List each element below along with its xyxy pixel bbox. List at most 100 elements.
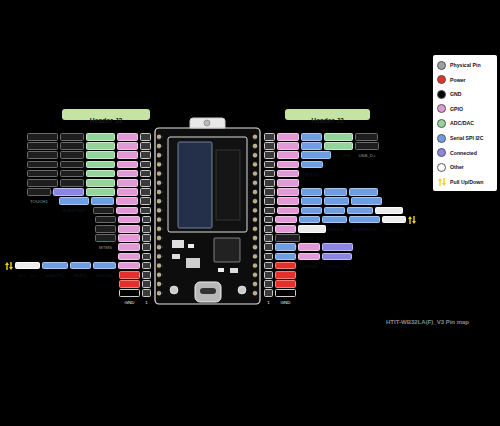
pin-label: FSPIQ — [72, 273, 89, 279]
serial-chip: SPIIO7 — [299, 216, 320, 224]
pin-label: CP2102_TX — [323, 264, 351, 270]
physical-pin: 1 — [142, 289, 151, 297]
gnd-chip: GND — [275, 289, 296, 297]
physical-pin: 9 — [142, 216, 151, 224]
pin-label: Header J3 — [87, 115, 126, 126]
legend-entry: Pull Up/Down — [437, 177, 495, 187]
serial-chip: SUBSPICS0 — [351, 197, 382, 205]
physical-pin: 11 — [140, 197, 151, 205]
legend-swatch — [437, 75, 446, 84]
gpio-chip: GPIO40 — [118, 216, 140, 224]
pin-label: ADC_Ctrl — [16, 273, 39, 279]
physical-pin: 14 — [264, 170, 275, 178]
serial-chip: OLED_RST — [301, 151, 331, 159]
mcu-chip — [214, 238, 240, 262]
pin-label: FSPICLK — [323, 227, 345, 233]
gpio-chip: GPIO42 — [118, 234, 140, 242]
physical-pin: 15 — [264, 161, 275, 169]
component — [172, 240, 184, 248]
component — [218, 268, 224, 272]
gpio-chip: GPIO35 — [277, 207, 299, 215]
legend-entry: Serial SPI I2C — [437, 133, 495, 143]
pin-label: SUBSPICLK — [350, 227, 379, 233]
gpio-chip: GPIO45 — [118, 243, 140, 251]
pin-label: GPIO44 — [299, 264, 319, 270]
gpio-chip: GPIO48 — [277, 170, 299, 178]
gpio-chip: GPIO19 — [277, 133, 299, 141]
serial-chip: FSPICS0 — [324, 197, 349, 205]
legend-text: GPIO — [450, 104, 463, 114]
pin-label: Header J2 — [308, 115, 347, 126]
adc-chip: ADC2_CH8 — [324, 133, 353, 141]
physical-pin: 10 — [140, 207, 151, 215]
power-chip: 5V — [275, 280, 296, 288]
physical-pin: 15 — [140, 161, 151, 169]
gpio-chip: GPIO1 — [117, 188, 138, 196]
serial-chip: U1CTS — [301, 142, 322, 150]
power-chip: Ve — [275, 262, 296, 270]
button — [238, 286, 246, 294]
oled-frame — [168, 137, 247, 232]
physical-pin: 7 — [264, 234, 273, 242]
pull-up-down-arrow — [408, 216, 416, 224]
gpio-chip: GPIO34 — [277, 197, 299, 205]
power-chip: Ve — [275, 271, 296, 279]
legend-text: Connected — [450, 148, 477, 158]
serial-chip: SPIIO6 — [301, 207, 322, 215]
connected-chip: CP2102_TX — [322, 253, 352, 261]
adc-chip: ADC2_CH9 — [324, 142, 353, 150]
component — [186, 258, 200, 268]
connected-chip: VBAT_Read — [53, 188, 84, 196]
oled-screen — [178, 142, 212, 228]
serial-chip: FSPIHD — [324, 188, 347, 196]
button — [170, 286, 178, 294]
legend-text: Other — [450, 162, 464, 172]
physical-pin: 8 — [264, 225, 273, 233]
header-holes — [157, 133, 163, 299]
physical-pin: 9 — [264, 216, 273, 224]
other-function-chip: TOUCH1 — [27, 188, 51, 196]
physical-pin: 8 — [142, 225, 151, 233]
pin-label: TOUCH1 — [28, 199, 50, 205]
legend-swatch — [437, 148, 446, 157]
physical-pin: 17 — [140, 142, 151, 150]
other-chip: USER_SW — [298, 225, 326, 233]
adc-chip: ADC1_CH4 — [86, 151, 115, 159]
physical-pin: 7 — [142, 234, 151, 242]
other-function-chip: TOUCH5 — [60, 151, 84, 159]
physical-pin: 12 — [264, 188, 275, 196]
other-function-chip: RTC_GPIO5 — [27, 151, 58, 159]
other-function-chip: TOUCH2 — [60, 179, 84, 187]
legend-swatch — [437, 163, 446, 172]
other-function-chip: USB_D+ — [355, 142, 379, 150]
gnd-chip: GND — [119, 289, 140, 297]
physical-pin: 17 — [264, 142, 275, 150]
gpio-chip: GPIO44 — [298, 253, 320, 261]
gpio-chip: GPIO0 — [275, 225, 296, 233]
serial-chip: SUBSPICLK — [349, 216, 380, 224]
legend-text: Pull Up/Down — [450, 177, 483, 187]
physical-pin: 16 — [264, 151, 275, 159]
gpio-chip: GPIO39 — [116, 207, 138, 215]
legend-entry: Connected — [437, 148, 495, 158]
component — [188, 244, 194, 248]
serial-chip: FSPICLK — [322, 216, 347, 224]
physical-pin: 14 — [140, 170, 151, 178]
gpio-chip: GPIO5 — [117, 151, 138, 159]
physical-pin: 3 — [264, 271, 273, 279]
other-function-chip: TOUCH4 — [60, 161, 84, 169]
antenna-tab — [190, 118, 225, 128]
legend-swatch — [437, 61, 446, 70]
physical-pin: 13 — [264, 179, 275, 187]
connected-chip: CP2102_RX — [322, 243, 353, 251]
legend-swatch — [437, 90, 446, 99]
legend-text: GND — [450, 89, 462, 99]
other-function-chip: RTC_GPIO2 — [27, 179, 58, 187]
usb-c-opening — [200, 288, 216, 294]
other-function-chip: TOUCH7 — [60, 133, 84, 141]
serial-chip: SPIIO4 — [301, 188, 322, 196]
physical-pin: 11 — [264, 197, 275, 205]
antenna-connector — [204, 120, 210, 126]
other-chip: Vext_Ctrl — [382, 216, 406, 224]
